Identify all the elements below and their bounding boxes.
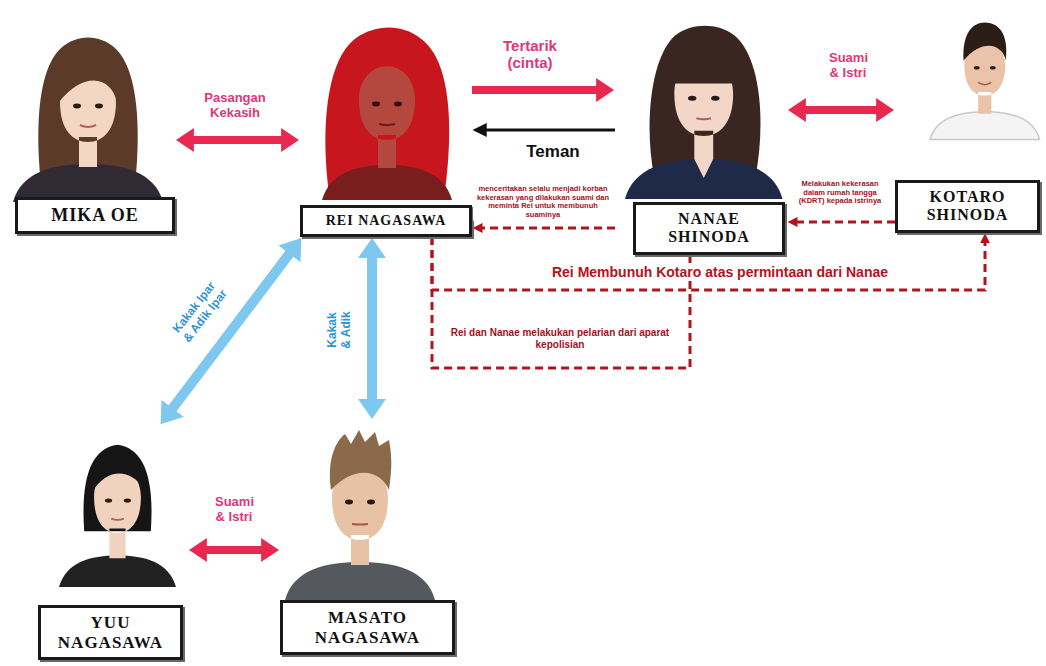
hair: [963, 23, 1006, 61]
character-name: YUU NAGASAWA: [49, 613, 172, 652]
body: [285, 562, 435, 600]
portrait: [59, 445, 176, 587]
relation-label: Rei dan Nanae melakukan pelarian dari ap…: [443, 326, 678, 351]
body: [322, 165, 452, 200]
mouth: [352, 523, 368, 526]
body: [59, 556, 176, 588]
relation-label: Rei Membunuh Kotaro atas permintaan dari…: [549, 263, 891, 281]
name-plate: MIKA OE: [15, 197, 175, 234]
mouth: [80, 125, 96, 127]
eye: [73, 104, 81, 109]
relation-label: Suami & Istri: [826, 50, 870, 82]
character-name: KOTARO SHINODA: [906, 188, 1029, 225]
name-plate: MASATO NAGASAWA: [280, 600, 455, 655]
portrait: [13, 38, 163, 203]
eye: [990, 66, 996, 70]
relation-connector: [486, 129, 615, 132]
relation-label: Teman: [513, 141, 593, 163]
relation-connector: [805, 106, 877, 114]
portrait: [625, 26, 783, 199]
character-node: REI NAGASAWA: [300, 20, 472, 237]
hair: [91, 450, 144, 492]
portrait: [930, 23, 1040, 140]
mouth: [696, 118, 711, 119]
portrait: [285, 430, 435, 600]
character-node: YUU NAGASAWA: [38, 425, 188, 660]
name-plate: YUU NAGASAWA: [38, 605, 183, 660]
face: [94, 468, 141, 558]
portrait: [322, 28, 452, 201]
eye: [394, 102, 402, 107]
relation-connector: [206, 546, 262, 554]
eye: [124, 498, 131, 502]
relation-connector: [482, 227, 615, 230]
relation-label: Pasangan Kekasih: [195, 90, 275, 122]
eye: [372, 102, 380, 107]
relation-connector: [367, 257, 377, 400]
eye: [688, 96, 696, 101]
relation-connector: [193, 136, 282, 144]
hair: [330, 430, 391, 490]
relation-connector: [472, 86, 597, 94]
mouth: [978, 82, 991, 84]
eye: [345, 500, 353, 505]
mouth: [111, 519, 124, 520]
eye: [974, 66, 980, 70]
eye: [711, 96, 719, 101]
character-name: NANAE SHINODA: [644, 210, 774, 247]
character-node: MIKA OE: [15, 25, 175, 234]
hair: [357, 42, 419, 92]
relation-label: Kakak Ipar & Adik Ipar: [166, 275, 234, 350]
character-node: NANAE SHINODA: [615, 10, 787, 255]
hair: [59, 49, 118, 102]
relation-label: Suami & Istri: [212, 494, 256, 526]
eye: [105, 498, 112, 502]
relation-connector: [797, 221, 895, 224]
relation-label: Tertarik (cinta): [490, 36, 570, 73]
relation-label: menceritakan selalu menjadi korban keker…: [473, 184, 613, 221]
hair: [673, 34, 735, 83]
character-name: REI NAGASAWA: [311, 213, 461, 229]
relation-label: Melakukan kekerasan dalam rumah tangga (…: [790, 179, 890, 207]
relation-label: Kakak & Adik: [325, 305, 355, 355]
character-name: MASATO NAGASAWA: [291, 608, 444, 647]
character-node: MASATO NAGASAWA: [280, 420, 458, 655]
eye: [367, 500, 375, 505]
hair: [650, 26, 761, 178]
body: [930, 112, 1040, 140]
relation-connector: [432, 237, 690, 368]
name-plate: KOTARO SHINODA: [895, 180, 1040, 233]
eye: [95, 104, 103, 109]
character-node: KOTARO SHINODA: [895, 10, 1040, 233]
name-plate: NANAE SHINODA: [633, 202, 785, 255]
character-name: MIKA OE: [26, 205, 164, 226]
mouth: [379, 124, 395, 125]
face: [359, 66, 415, 168]
name-plate: REI NAGASAWA: [300, 205, 472, 237]
